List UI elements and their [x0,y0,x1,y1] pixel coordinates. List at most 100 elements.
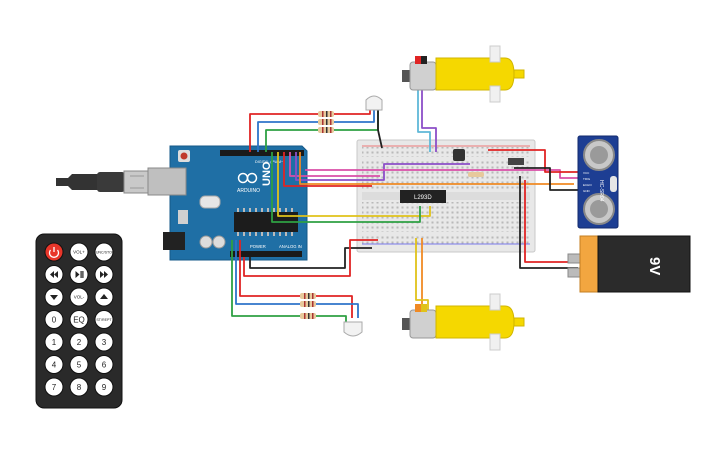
rgb-led-top[interactable] [365,95,383,111]
digit-0-button[interactable]: 0 [44,310,64,329]
bottom-power-rail [362,234,530,244]
arduino-logo [237,172,258,184]
digital-header-label: DIGITAL (PWM~) [255,160,285,164]
arduino-model-label: UNO [261,161,273,186]
wires [231,84,580,324]
digit-4-button[interactable]: 4 [44,355,64,374]
digit-2-button-label: 2 [77,338,82,347]
ultrasonic-sensor[interactable]: HC-SR04 VCC TRIG ECHO GND [577,135,619,229]
wire-yellow [277,152,431,217]
usb-port [147,167,187,196]
digit-9-button[interactable]: 9 [94,377,114,397]
breadboard-component [508,158,524,165]
sensor-pin-gnd: GND [583,189,591,193]
wire-black-sensor-gnd [514,167,578,191]
digit-7-button-label: 7 [52,383,57,392]
func-stop-button[interactable]: FUNC/STOP [94,242,115,262]
analog-header-label: ANALOG IN [279,244,302,249]
eq-button-label: EQ [73,316,85,325]
st-rept-button[interactable]: ST/REPT [94,310,114,329]
arduino-uno-board[interactable]: UNO ARDUINO DIGITAL (PWM~) POWER ANALOG … [147,145,308,261]
digit-3-button-label: 3 [102,338,107,347]
resistor-5[interactable] [300,301,316,307]
battery-terminal-1 [567,253,581,264]
wire-red-battery [524,180,580,263]
battery-label: 9V [646,257,663,275]
arrow-down-icon [50,295,58,300]
play-pause-button[interactable] [69,265,89,284]
top-power-rail [362,147,530,157]
wire-red-5v [243,239,378,277]
bottom-terminal-strip [362,202,530,232]
atmega-chip [234,212,298,232]
wire-red-mid [283,152,372,187]
vol-down-button-label: VOL- [74,295,85,300]
rgb-led-bottom[interactable] [343,321,363,337]
dc-motor-top[interactable] [402,45,525,103]
fast-forward-icon [100,271,108,278]
sensor-crystal [610,176,617,192]
wire-yellow-motor-bottom [415,238,429,312]
play-pause-icon [75,271,84,278]
digit-6-button[interactable]: 6 [94,355,114,374]
sensor-label: HC-SR04 [598,180,604,202]
dc-motor-bottom[interactable] [402,293,525,351]
digit-3-button[interactable]: 3 [94,332,114,352]
resistor-2[interactable] [318,119,334,125]
wire-pink-sensor [305,169,578,179]
wire-red-top [249,113,320,152]
up-button[interactable] [94,287,114,307]
digit-2-button[interactable]: 2 [69,332,89,352]
wire-blue-bottom [235,240,300,305]
eq-button[interactable]: EQ [69,310,89,329]
wire-green-mid [271,152,421,223]
digital-header [220,150,304,156]
vol-up-button[interactable]: VOL+ [69,242,89,262]
digit-5-button[interactable]: 5 [69,355,89,374]
rewind-button[interactable] [44,265,64,284]
wire-blue-led-bottom [316,303,359,318]
resistor-4[interactable] [300,293,316,299]
vol-down-button[interactable]: VOL- [69,287,89,307]
wire-black-gnd [249,247,372,269]
resistor-1[interactable] [318,111,334,117]
bottom-resistors [300,293,316,319]
rewind-icon [50,271,58,278]
fast-forward-button[interactable] [94,265,114,284]
wire-orange-sensor [299,152,574,185]
sensor-pin-echo: ECHO [583,183,592,187]
digit-1-button[interactable]: 1 [44,332,64,352]
sensor-pin-trig: TRIG [583,177,591,181]
ir-receiver[interactable] [453,149,465,161]
power-button[interactable] [44,242,64,262]
resistor-3[interactable] [318,127,334,133]
digit-5-button-label: 5 [77,361,82,370]
digit-8-button[interactable]: 8 [69,377,89,397]
power-jack [163,232,185,250]
breadboard[interactable]: L293D [356,139,536,253]
power-analog-header [230,251,302,257]
digit-7-button[interactable]: 7 [44,377,64,397]
sensor-transmitter-mesh [590,146,608,164]
wire-blue-led [334,110,375,123]
wire-blue-top [257,121,320,152]
down-button[interactable] [44,287,64,307]
wire-cyan-motor-top [417,84,431,152]
wire-red-sensor-vcc [488,149,578,173]
top-resistors [318,111,334,133]
battery-terminal-2 [567,267,581,278]
power-header-label: POWER [250,244,266,249]
regulator [178,210,188,224]
chip-pins [237,208,293,236]
wire-green-top [265,129,320,152]
wire-green-bottom [231,240,300,317]
resistor-6[interactable] [300,313,316,319]
battery-9v[interactable]: 9V [567,235,691,293]
sensor-receiver-mesh [590,200,608,218]
wire-black-led-top [377,110,383,149]
l293d-ic[interactable] [400,190,446,203]
wire-pink [289,152,380,177]
digit-6-button-label: 6 [102,361,107,370]
